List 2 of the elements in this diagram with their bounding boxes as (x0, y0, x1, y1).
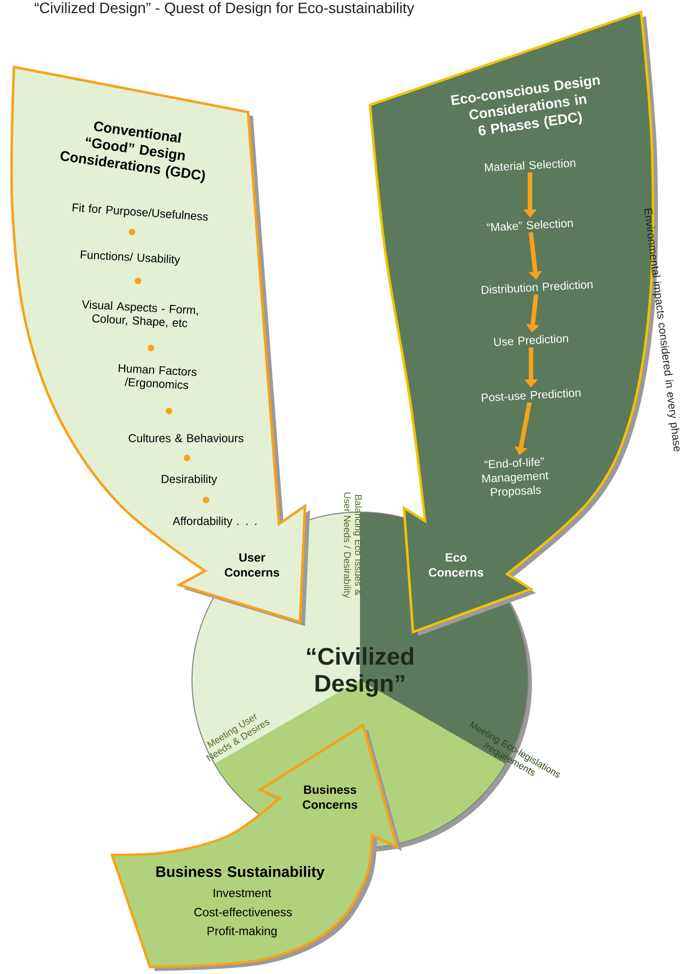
sector-label: Balancing Eco Issues & User Needs / Desirability (342, 492, 362, 598)
title: “Civilized Design” - Quest of Design for Eco-sustainability (34, 2, 414, 16)
